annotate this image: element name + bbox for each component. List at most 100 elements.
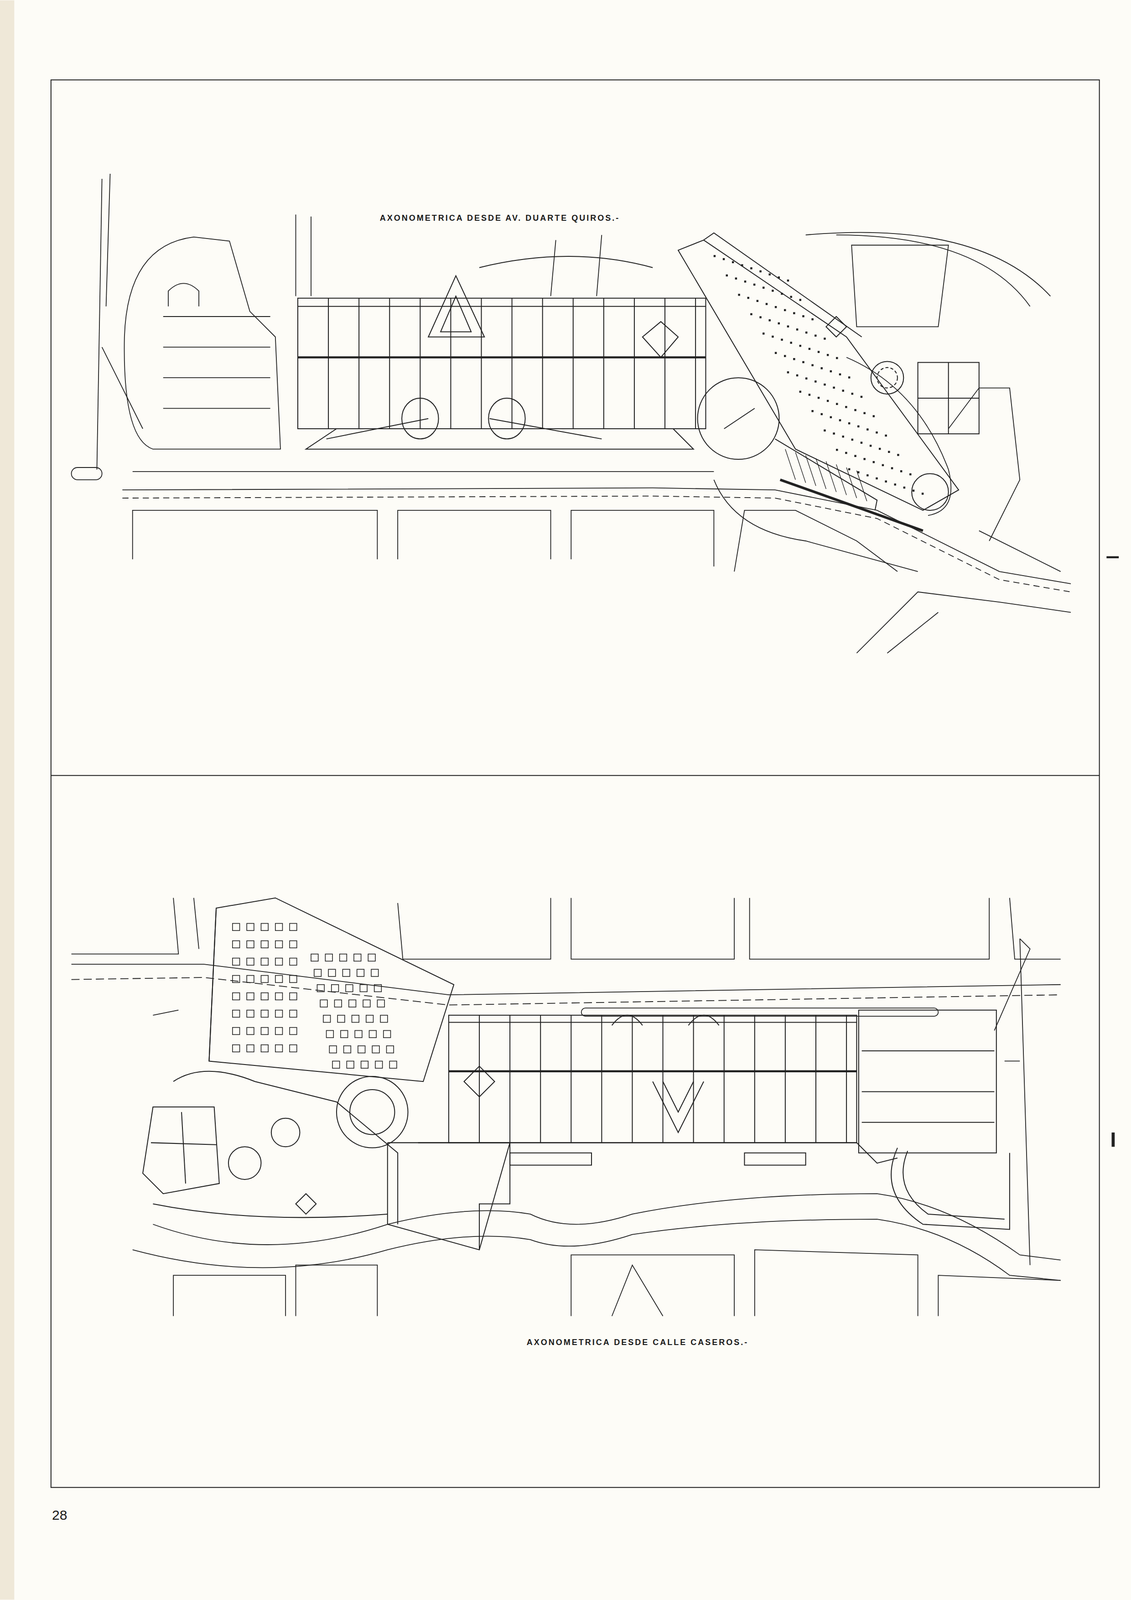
hatch-dot xyxy=(781,338,783,341)
window xyxy=(343,1045,352,1054)
window xyxy=(332,1060,340,1069)
window xyxy=(325,954,333,962)
hatch-dot xyxy=(857,425,860,427)
window xyxy=(275,1044,283,1053)
window xyxy=(260,1044,269,1053)
window xyxy=(232,975,240,983)
window xyxy=(371,969,379,977)
window xyxy=(275,923,283,931)
hatch-dot xyxy=(839,419,841,421)
hatch-dot xyxy=(814,380,817,383)
mullion xyxy=(754,1015,756,1143)
hatch-dot xyxy=(876,477,878,479)
window xyxy=(289,975,297,983)
hatch-dot xyxy=(836,403,838,405)
plaza-and-tower-top xyxy=(678,233,980,531)
window xyxy=(275,958,283,966)
hatch-dot xyxy=(857,471,860,473)
hatch-dot xyxy=(787,325,789,327)
hatch-dot xyxy=(738,294,740,296)
window xyxy=(326,1030,334,1038)
mullion xyxy=(603,298,605,429)
mullion xyxy=(601,1015,602,1143)
hatch-dot xyxy=(888,451,890,453)
mullion xyxy=(784,1015,786,1143)
hatch-dot xyxy=(744,280,746,283)
hatch-dot xyxy=(836,449,838,451)
hatch-dot xyxy=(793,312,795,314)
hatch-dot xyxy=(912,489,914,492)
main-station-building-bottom xyxy=(387,1015,898,1250)
hatch-dot xyxy=(735,277,737,280)
hatch-dot xyxy=(787,371,789,374)
hatch-dot xyxy=(866,474,869,477)
hatch-line xyxy=(846,467,857,499)
window xyxy=(232,1027,240,1035)
window xyxy=(275,940,283,949)
window xyxy=(289,1027,297,1035)
window xyxy=(289,958,297,966)
hatch-dot xyxy=(827,399,829,402)
hatch-dot xyxy=(802,315,805,317)
hatch-dot xyxy=(842,389,844,392)
hatch-dot xyxy=(768,273,771,275)
right-terminal-block xyxy=(858,1010,1010,1230)
hatch-dot xyxy=(876,431,878,434)
hatch-dot xyxy=(808,347,810,350)
main-station-building-top xyxy=(297,256,706,450)
mullion xyxy=(693,1015,695,1143)
drawing-caption: AXONOMETRICA DESDE CALLE CASEROS.- xyxy=(523,1336,752,1349)
window xyxy=(260,923,269,931)
window xyxy=(366,1015,374,1023)
hatch-dot xyxy=(817,397,820,399)
window xyxy=(361,1060,369,1069)
window xyxy=(377,999,385,1007)
hatch-dot xyxy=(762,332,765,335)
hatch-dot xyxy=(881,464,884,466)
window xyxy=(275,992,283,1001)
hotel-block xyxy=(208,897,454,1082)
hatch-dot xyxy=(713,255,716,257)
window xyxy=(246,1044,255,1053)
paper-edge xyxy=(0,0,15,1600)
hatch-dot xyxy=(903,486,905,488)
window xyxy=(246,975,255,983)
mullion xyxy=(419,298,421,429)
hatch-line xyxy=(836,464,847,495)
mullion xyxy=(631,1015,633,1143)
site-streets-bottom xyxy=(71,897,1061,1317)
hatch-dot xyxy=(909,473,912,475)
hatch-dot xyxy=(796,374,799,376)
plaza-and-tower-bottom xyxy=(142,1071,510,1250)
hatch-line xyxy=(856,470,867,502)
window xyxy=(389,1060,397,1069)
hatch-dot xyxy=(778,322,780,324)
margin-marks xyxy=(1106,556,1119,1147)
hatch-dot xyxy=(860,395,862,398)
window xyxy=(289,1010,297,1018)
hatch-dot xyxy=(824,337,826,340)
hatch-dot xyxy=(723,258,725,260)
window xyxy=(246,1027,255,1035)
mullion xyxy=(511,298,513,429)
hatch-dot xyxy=(765,303,768,305)
hatch-dot xyxy=(817,351,820,353)
window xyxy=(314,969,322,977)
window xyxy=(232,940,240,949)
window xyxy=(260,1010,269,1018)
hatch-dot xyxy=(827,354,829,356)
hatch-dot xyxy=(863,458,866,460)
hatch-dot xyxy=(830,416,832,418)
hatch-dot xyxy=(820,413,823,415)
window xyxy=(275,975,283,983)
window xyxy=(329,1045,337,1054)
hatch-dot xyxy=(793,358,795,360)
window xyxy=(375,1060,383,1069)
hatch-dot xyxy=(759,316,762,318)
hatch-dot xyxy=(768,319,771,322)
window xyxy=(275,1027,283,1035)
hatch-dot xyxy=(848,376,851,379)
hatch-dot xyxy=(863,412,866,414)
hatch-dot xyxy=(900,470,903,473)
hatch-dot xyxy=(805,332,808,334)
